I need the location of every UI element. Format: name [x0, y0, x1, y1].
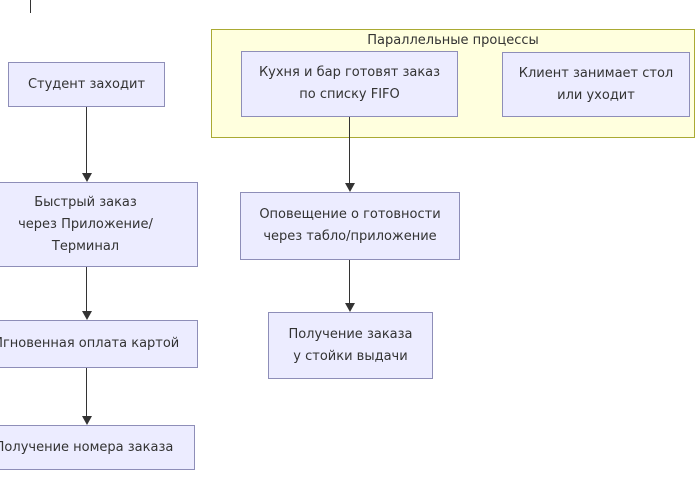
node-label-line: Студент заходит — [27, 76, 146, 92]
cutoff-edge-line — [30, 0, 31, 13]
arrow-notification-to-pickup — [349, 260, 350, 304]
node-label-line: у стойки выдачи — [293, 348, 408, 364]
node-label-line: Получение номера заказа — [0, 439, 174, 455]
node-label-line: по списку FIFO — [299, 87, 400, 102]
node-kitchen-fifo: Кухня и бар готовят заказ по списку FIFO — [241, 51, 458, 117]
arrowhead-icon — [345, 183, 355, 192]
node-label-line: Быстрый заказ — [34, 194, 137, 210]
node-label-line: Кухня и бар готовят заказ — [258, 65, 441, 80]
arrow-kitchen-to-notification — [349, 117, 350, 184]
arrow-student-to-fast-order — [86, 107, 87, 174]
node-client-table: Клиент занимает стол или уходит — [502, 52, 690, 117]
node-ready-notification: Оповещение о готовности через табло/прил… — [240, 192, 460, 260]
node-label-line: через Приложение/ — [18, 216, 153, 232]
node-label-line: Клиент занимает стол — [518, 65, 674, 81]
node-label-line: Получение заказа — [288, 326, 413, 342]
node-fast-order: Быстрый заказ через Приложение/ Терминал — [0, 182, 198, 267]
node-order-pickup: Получение заказа у стойки выдачи — [268, 312, 433, 379]
node-label-line: или уходит — [557, 87, 635, 103]
cluster-title: Параллельные процессы — [367, 33, 539, 48]
node-instant-payment: Мгновенная оплата картой — [0, 320, 198, 368]
node-student-enters: Студент заходит — [8, 62, 165, 107]
node-order-number: Получение номера заказа — [0, 425, 195, 470]
arrow-payment-to-order-number — [86, 368, 87, 417]
arrowhead-icon — [82, 311, 92, 320]
arrowhead-icon — [82, 416, 92, 425]
node-label-line: Мгновенная оплата картой — [0, 336, 180, 351]
arrow-fast-order-to-payment — [86, 267, 87, 312]
arrowhead-icon — [82, 173, 92, 182]
node-label-line: Оповещение о готовности — [259, 207, 441, 222]
arrowhead-icon — [345, 303, 355, 312]
node-label-line: Терминал — [51, 238, 120, 254]
node-label-line: через табло/приложение — [263, 229, 437, 244]
